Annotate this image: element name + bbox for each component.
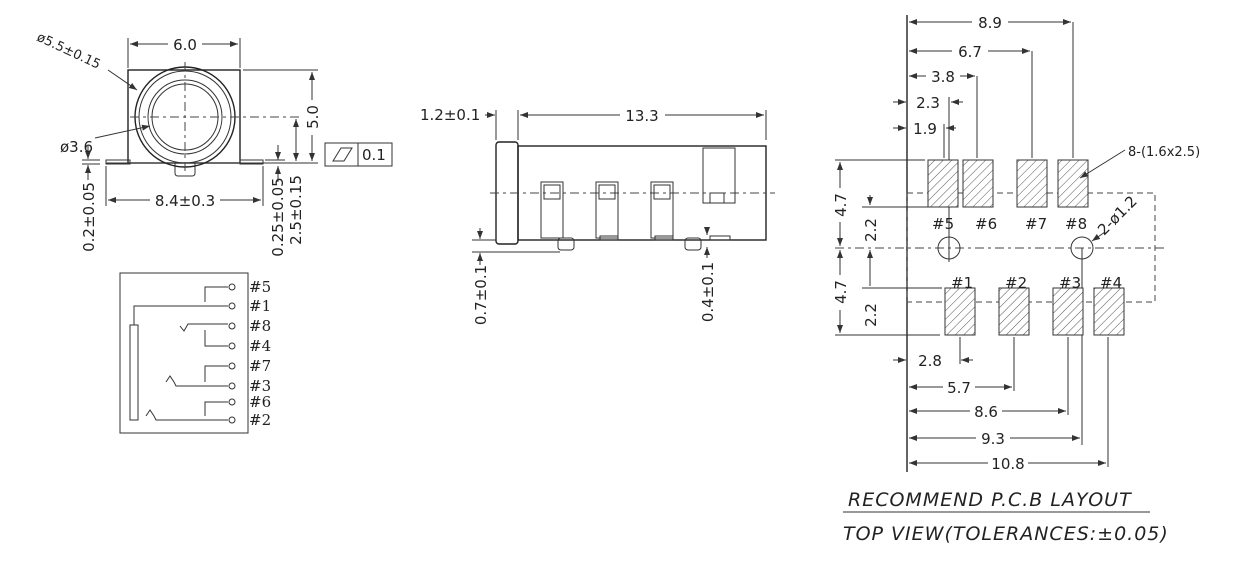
pad-label: #4 xyxy=(1100,274,1122,292)
dim-foot-width: 8.4±0.3 xyxy=(155,192,215,210)
dim-right-standoff: 0.4±0.1 xyxy=(699,262,717,322)
pin-label: #4 xyxy=(249,337,271,355)
pin-label: #1 xyxy=(249,297,271,315)
dim-width: 6.0 xyxy=(173,36,197,54)
dim-top: 2.3 xyxy=(916,94,940,112)
pin-label: #8 xyxy=(249,317,271,335)
pad-label: #7 xyxy=(1025,215,1047,233)
dim-top: 6.7 xyxy=(958,43,982,61)
schematic-pin-labels: #5 #1 #8 #4 #7 #3 #6 #2 xyxy=(249,278,271,429)
dim-bottom: 9.3 xyxy=(981,430,1005,448)
pad-label: #3 xyxy=(1059,274,1081,292)
pin-label: #2 xyxy=(249,411,271,429)
dim-inner-dia: ø3.6 xyxy=(60,138,93,156)
dim-height: 5.0 xyxy=(304,105,322,129)
pcb-title-line1: RECOMMEND P.C.B LAYOUT xyxy=(848,489,1132,511)
hole-note: 2-ø1.2 xyxy=(1094,192,1141,239)
dim-flange-thk: 0.25±0.05 xyxy=(269,177,287,256)
dim-bottom: 10.8 xyxy=(991,455,1024,473)
dim-foot-thk: 0.2±0.05 xyxy=(80,182,98,252)
dim-top: 3.8 xyxy=(931,68,955,86)
front-view: 6.0 5.0 2.5±0.15 0.25±0.05 0.2±0.05 8.4±… xyxy=(34,30,393,257)
flatness-icon xyxy=(332,147,353,162)
dim-top: 8.9 xyxy=(978,14,1002,32)
top-pads xyxy=(927,159,1089,208)
bottom-pads xyxy=(944,287,1125,336)
dim-bottom: 8.6 xyxy=(974,403,998,421)
pad-label: #5 xyxy=(932,215,954,233)
pad-label: #8 xyxy=(1065,215,1087,233)
dim-flange: 1.2±0.1 xyxy=(420,106,480,124)
pad-label: #6 xyxy=(975,215,997,233)
pad-label: #1 xyxy=(951,274,973,292)
pin-label: #6 xyxy=(249,393,271,411)
dim-top: 1.9 xyxy=(913,120,937,138)
dim-bottom: 2.8 xyxy=(918,352,942,370)
dim-left: 4.7 xyxy=(832,193,850,217)
pcb-layout: #5 #6 #7 #8 #1 #2 #3 #4 8.9 6.7 3.8 2.3 … xyxy=(832,14,1200,545)
dim-left: 4.7 xyxy=(832,280,850,304)
dim-center-height: 2.5±0.15 xyxy=(287,175,305,245)
flatness-tolerance: 0.1 xyxy=(362,146,386,164)
pin-label: #7 xyxy=(249,357,271,375)
pin-label: #3 xyxy=(249,377,271,395)
side-view: 1.2±0.1 13.3 0.7±0.1 0.4±0.1 xyxy=(420,106,775,325)
dim-bottom: 5.7 xyxy=(947,379,971,397)
dim-length: 13.3 xyxy=(625,107,658,125)
pin-label: #5 xyxy=(249,278,271,296)
schematic: #5 #1 #8 #4 #7 #3 #6 #2 xyxy=(119,272,271,434)
dim-outer-dia: ø5.5±0.15 xyxy=(34,30,102,73)
dim-left: 2.2 xyxy=(862,218,880,242)
dim-left: 2.2 xyxy=(862,303,880,327)
pad-label: #2 xyxy=(1005,274,1027,292)
pcb-title-line2: TOP VIEW(TOLERANCES:±0.05) xyxy=(843,523,1169,545)
dim-left-standoff: 0.7±0.1 xyxy=(472,265,490,325)
pad-note: 8-(1.6x2.5) xyxy=(1128,145,1200,160)
